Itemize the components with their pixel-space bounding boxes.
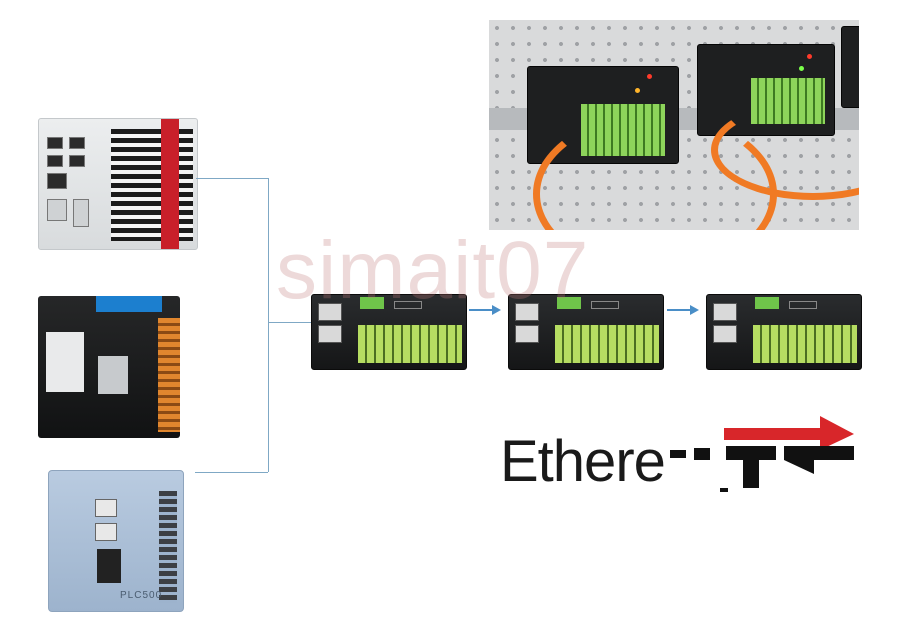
arrow-right-icon — [469, 305, 501, 315]
plc-blue-cap — [96, 296, 162, 312]
ipc-ports — [45, 133, 91, 229]
arrow-right-icon — [667, 305, 699, 315]
io-module-3 — [706, 294, 862, 370]
black-plc-image — [38, 296, 180, 438]
io-module-1 — [311, 294, 467, 370]
wire-plc500 — [195, 472, 268, 473]
ipc-red-bar — [161, 119, 179, 249]
plc-model-label: PLC500 — [120, 590, 163, 601]
plc-terminal-strip — [159, 491, 177, 603]
wire-vertical-bottom — [268, 322, 269, 472]
orange-cable-2 — [711, 100, 859, 200]
wire-ipc — [196, 178, 268, 179]
photo-module-3 — [841, 26, 859, 108]
plc-terminals — [158, 318, 180, 432]
wire-vertical-top — [268, 178, 269, 322]
ethercat-symbol-icon — [670, 416, 854, 492]
watermark-text: simait07 — [276, 225, 590, 316]
plc-power-connector — [97, 549, 121, 583]
installed-modules-photo — [489, 20, 859, 230]
blue-plc-image — [48, 470, 184, 612]
ethercat-logo-text: Ethere — [500, 429, 666, 494]
plc-ethernet-ports — [98, 356, 128, 394]
plc-ethernet-port-2 — [95, 523, 117, 541]
plc-ethernet-port-1 — [95, 499, 117, 517]
io-module-2 — [508, 294, 664, 370]
ipc-vent — [111, 129, 193, 241]
wire-to-module — [268, 322, 312, 323]
plc-label-sticker — [46, 332, 84, 392]
industrial-pc-image — [38, 118, 198, 250]
